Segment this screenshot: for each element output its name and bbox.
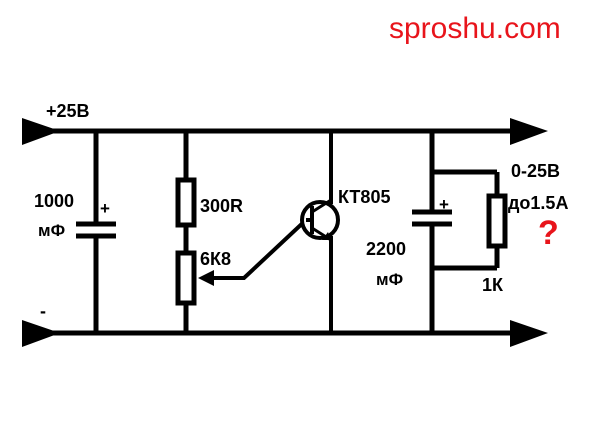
transistor-kt805 [300, 131, 340, 333]
r2-label: 6К8 [200, 249, 232, 269]
negative-rail-output-arrow [510, 320, 548, 347]
output-voltage-label: 0-25В [511, 161, 561, 181]
capacitor-c1 [76, 131, 116, 333]
resistor-load [432, 169, 508, 271]
c2-unit: мФ [376, 270, 404, 289]
resistor-divider [175, 131, 197, 333]
question-mark: ? [538, 214, 559, 252]
positive-rail-label: +25В [46, 101, 90, 121]
c1-value: 1000 [34, 191, 75, 211]
output-current-label: до1.5А [508, 193, 569, 213]
resistor-r1 [175, 177, 197, 228]
c1-polarity: + [100, 199, 110, 218]
c2-value: 2200 [366, 239, 407, 259]
negative-rail-label: - [40, 301, 46, 321]
r1-label: 300R [200, 196, 244, 216]
c1-unit: мФ [38, 221, 66, 240]
load-label: 1К [482, 275, 503, 295]
negative-rail-input-arrow [22, 320, 60, 347]
wiper-to-base [198, 218, 308, 286]
capacitor-c2 [412, 131, 452, 333]
watermark: sproshu.com [389, 12, 561, 45]
positive-rail-output-arrow [510, 118, 548, 145]
positive-rail-input-arrow [22, 118, 60, 145]
potentiometer-r2 [175, 250, 197, 306]
c2-polarity: + [439, 195, 449, 214]
transistor-label: КТ805 [338, 187, 391, 207]
